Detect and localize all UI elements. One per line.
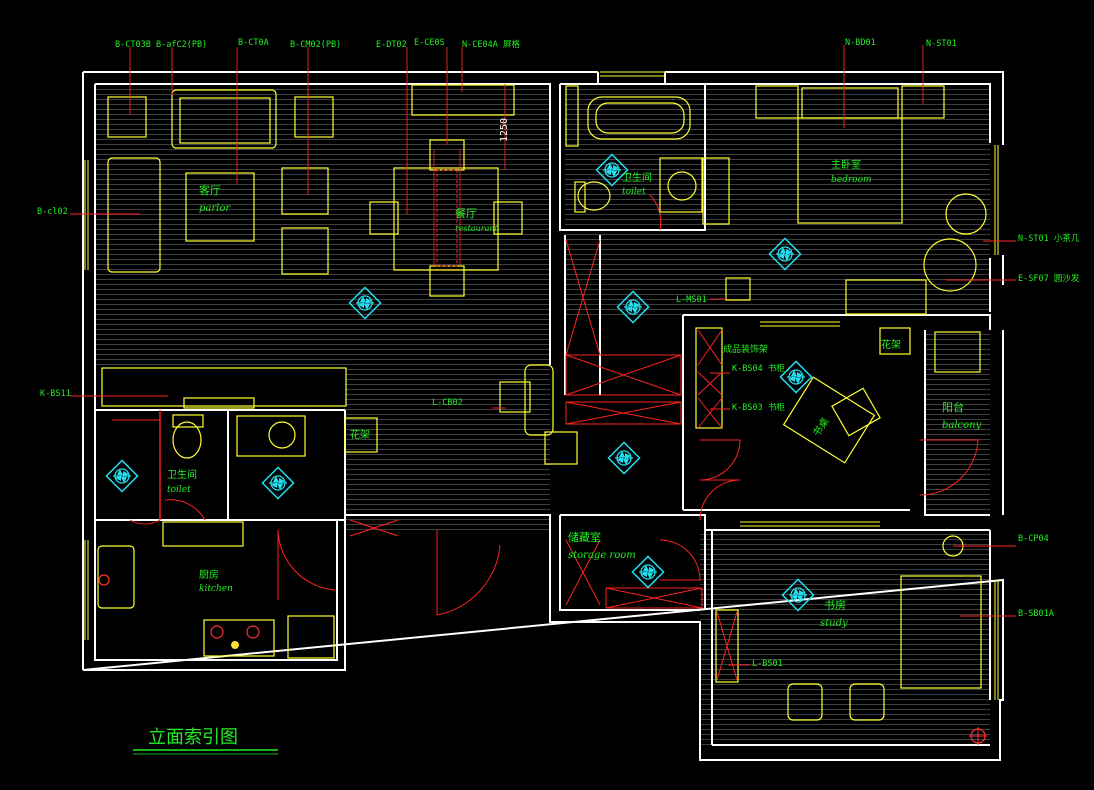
room-label-cn: 客厅 [199, 183, 221, 197]
material-tags: B-CT03B B-afC2(PB) B-CT0A B-CM02(PB) E-D… [37, 38, 1080, 669]
tag-label: B-CT03B [115, 40, 151, 50]
tag-label: K-BS04 书柜 [732, 363, 785, 374]
doors [129, 194, 979, 616]
index-marker-icon [631, 555, 665, 589]
room-label-en: restaurant [455, 224, 499, 233]
windows [84, 71, 999, 700]
tag-label: E-CE0S [414, 38, 445, 48]
tag-label: B-cl02 [37, 207, 68, 217]
index-marker-icon [105, 459, 139, 493]
room-label-cn: 厨房 [199, 568, 219, 581]
tag-label: B-CP04 [1018, 534, 1049, 544]
room-label-cn: 卫生间 [622, 171, 652, 184]
tag-label: N-ST01 [926, 39, 957, 49]
tag-label: N-BD01 [845, 38, 876, 48]
room-label-cn: 卫生间 [167, 468, 197, 481]
room-label-en: study [820, 618, 848, 629]
tag-label: N-CE04A 屏格 [462, 39, 520, 50]
room-label-en: balcony [942, 420, 982, 431]
walls [82, 71, 1004, 761]
flower-rack-label: 花架 [350, 428, 370, 441]
cabinet-details [112, 150, 738, 681]
room-label-cn: 阳台 [942, 400, 964, 414]
room-label-en: toilet [622, 187, 646, 197]
tag-label: B-CM02(PB) [290, 40, 341, 50]
drawing-title-text: 立面索引图 [148, 727, 238, 748]
shelf-label: 成品装饰架 [723, 343, 768, 355]
tag-label: B-SB01A [1018, 609, 1054, 619]
tag-label: E-DT02 [376, 40, 407, 50]
furniture [97, 84, 987, 721]
tag-label: L-CB02 [432, 398, 463, 408]
room-label-en: toilet [167, 485, 191, 495]
flower-rack-label: 花架 [881, 338, 901, 351]
index-marker-icon [607, 441, 641, 475]
index-marker-icon [261, 466, 295, 500]
tag-label: B-afC2(PB) [156, 40, 207, 50]
leader-lines [70, 45, 1016, 666]
tag-label: N-ST01 小茶几 [1018, 233, 1080, 244]
tag-label: K-BS11 [40, 389, 71, 399]
tag-label: B-CT0A [238, 38, 269, 48]
room-label-cn: 餐厅 [455, 206, 477, 220]
room-label-cn: 书房 [824, 599, 846, 612]
dimension-label: 1250 [499, 118, 510, 142]
room-label-en: storage room [568, 550, 636, 561]
tag-label: L-MS01 [676, 295, 707, 305]
tag-label: L-BS01 [752, 659, 783, 669]
stove [98, 574, 260, 649]
room-label-en: kitchen [199, 584, 233, 594]
drawing-title: 立面索引图 [133, 727, 278, 755]
desk-label: 书桌 [810, 415, 832, 439]
room-labels: 客厅 parlor 餐厅 restaurant 卫生间 toilet 主卧室 b… [167, 158, 982, 629]
tag-label: K-BS03 书柜 [732, 402, 785, 413]
tag-label: E-SF07 圆沙发 [1018, 273, 1080, 284]
compass-icon [969, 727, 987, 745]
room-label-cn: 主卧室 [831, 158, 861, 171]
floor-hatching [95, 85, 990, 745]
room-label-en: parlor [199, 203, 231, 214]
room-label-en: bedroom [831, 175, 872, 185]
room-label-cn: 储藏室 [568, 530, 601, 544]
